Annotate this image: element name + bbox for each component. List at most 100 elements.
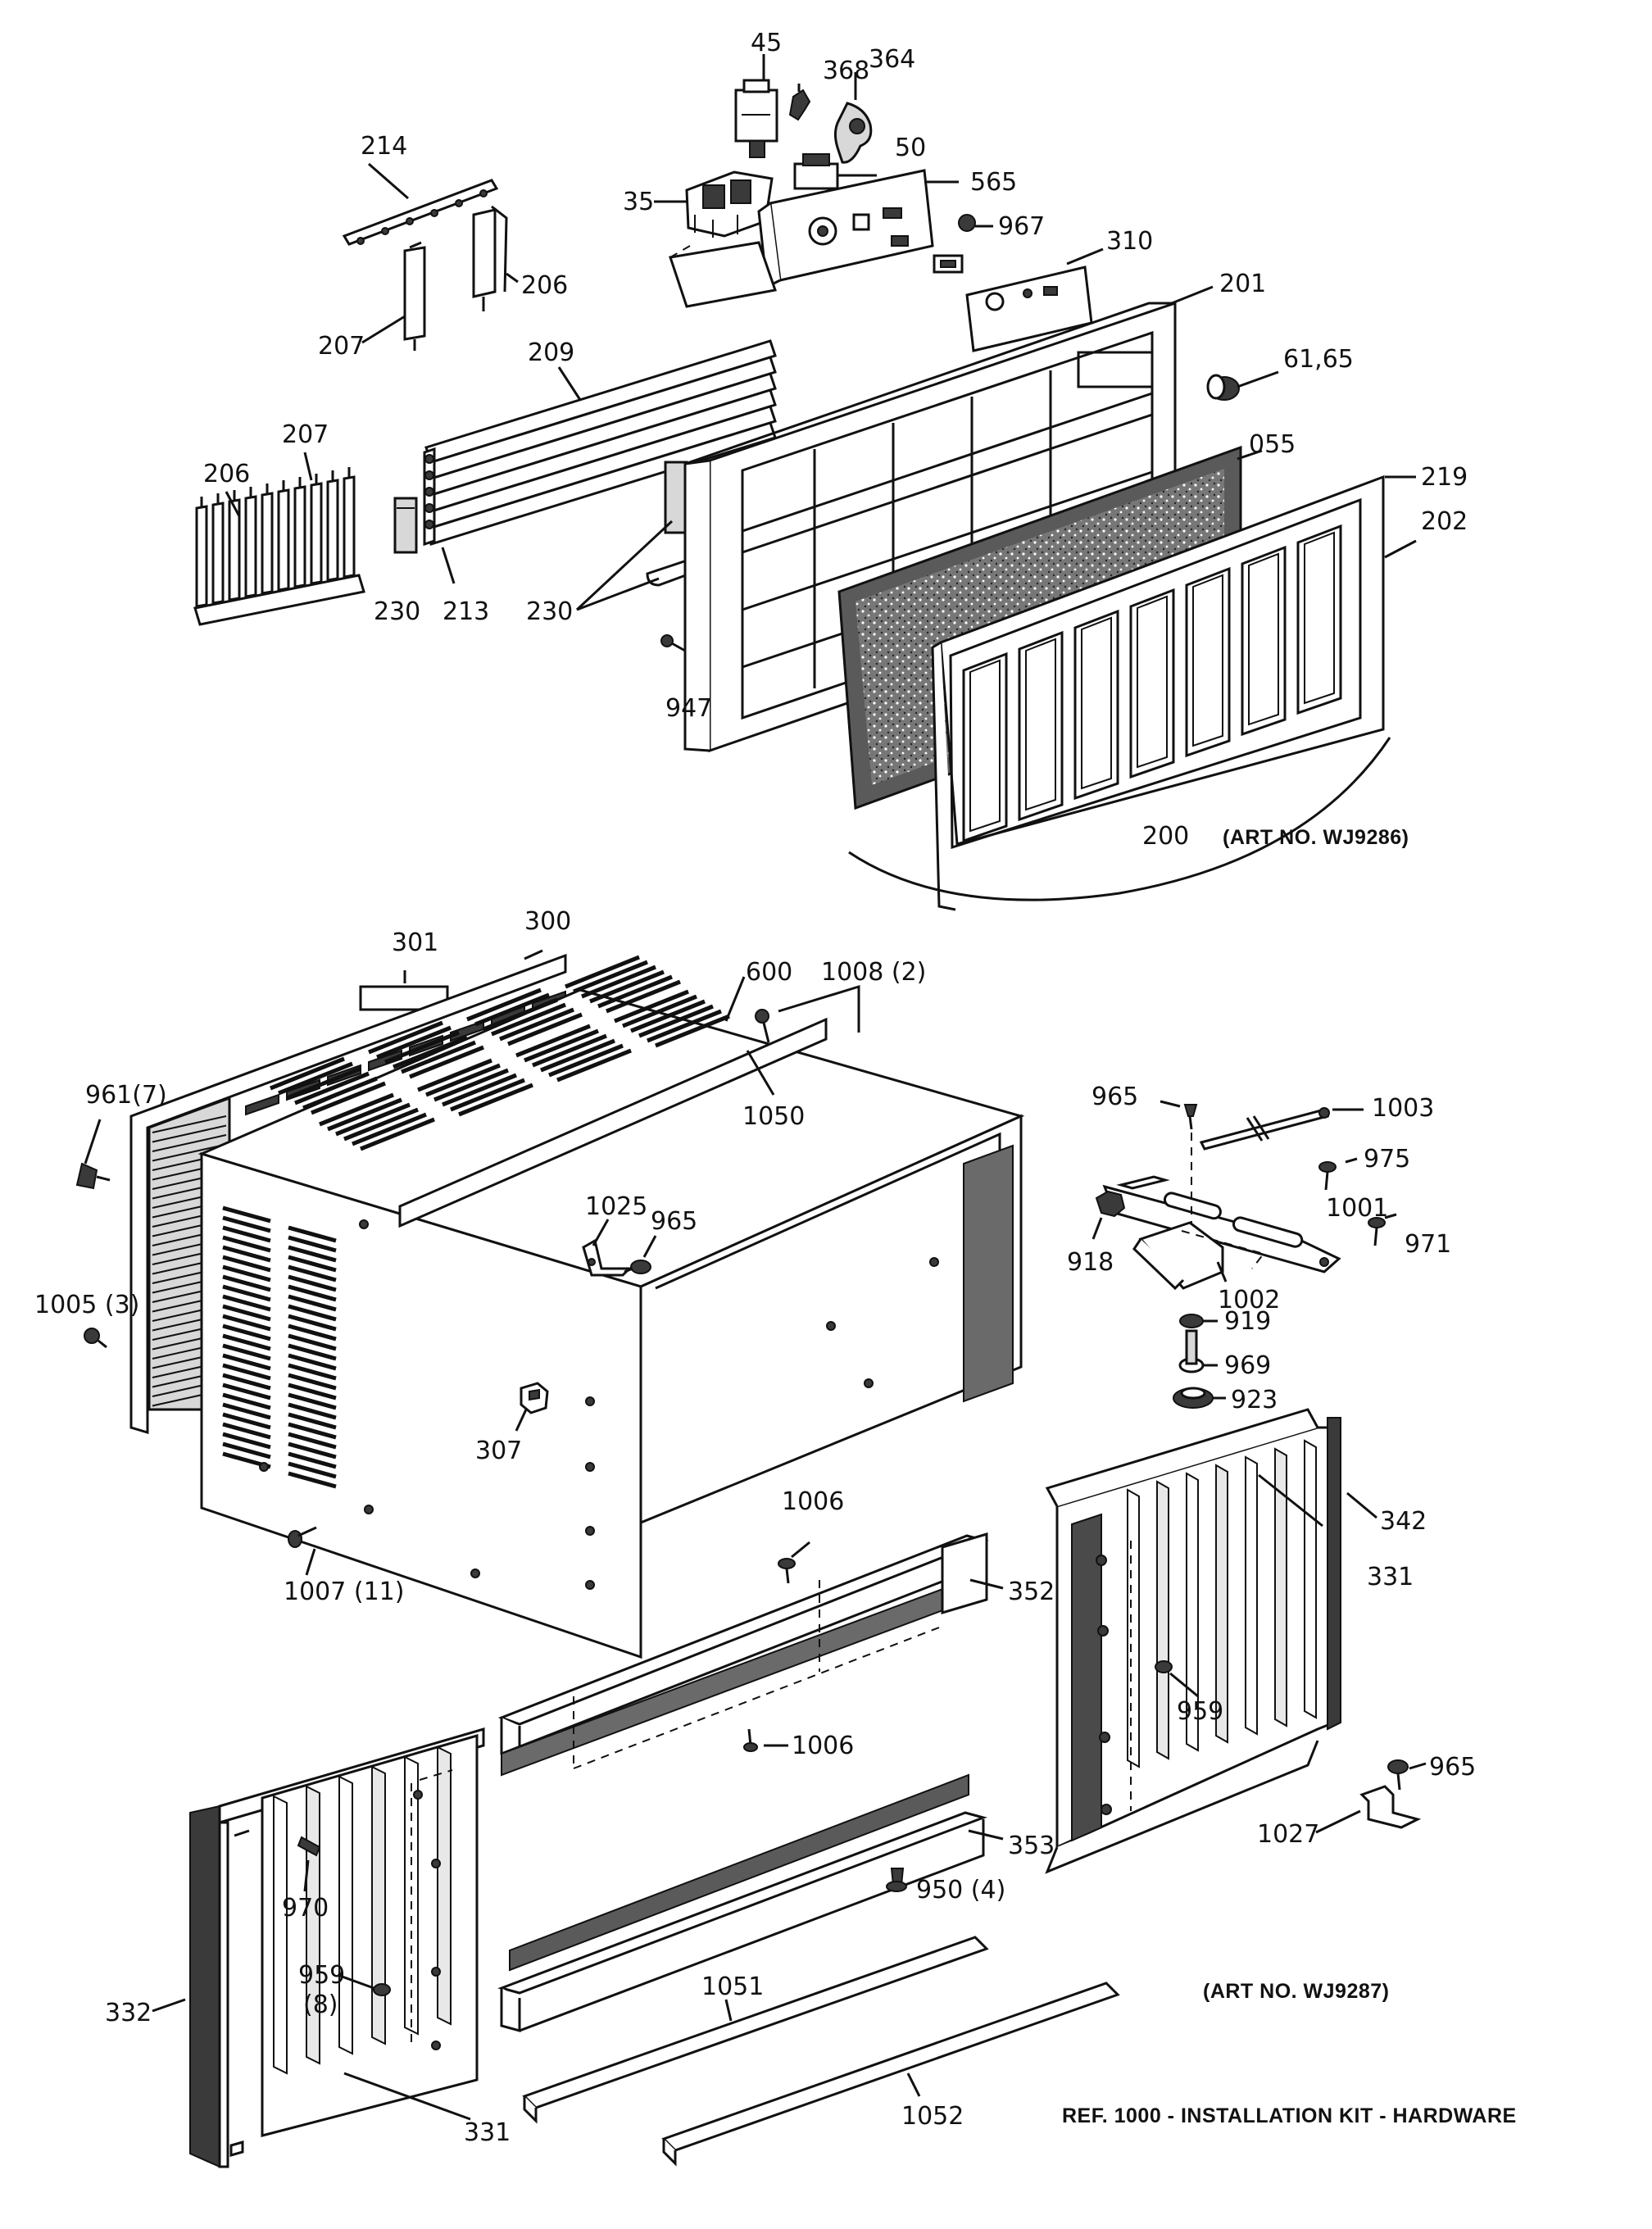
- label-part-342: 342: [1380, 1507, 1427, 1536]
- part-364-thermostat: [833, 72, 873, 164]
- part-961-screw: [75, 1162, 111, 1190]
- part-230-bushing: [393, 497, 418, 554]
- label-part-1003: 1003: [1372, 1094, 1434, 1123]
- part-969-bolt: [1178, 1329, 1205, 1373]
- label-part-975: 975: [1364, 1145, 1410, 1174]
- label-part-331-right: 331: [1367, 1563, 1414, 1591]
- label-part-1027: 1027: [1257, 1820, 1319, 1849]
- leader-1027: [1315, 1809, 1361, 1834]
- label-part-207-left: 207: [282, 420, 329, 449]
- label-part-353: 353: [1008, 1832, 1055, 1860]
- part-971-screw: [1368, 1217, 1386, 1246]
- label-part-970: 970: [282, 1894, 329, 1923]
- leader-214: [368, 162, 409, 200]
- installation-kit-note: REF. 1000 - INSTALLATION KIT - HARDWARE: [1062, 2104, 1517, 2127]
- leader-331a: [1258, 1473, 1323, 1528]
- part-1001-support-bracket: [1102, 1175, 1341, 1273]
- label-part-1007: 1007 (11): [284, 1578, 404, 1606]
- label-part-965-top: 965: [651, 1207, 697, 1236]
- leader-352: [969, 1578, 1004, 1590]
- label-part-1051: 1051: [701, 1973, 764, 2001]
- label-part-368: 368: [823, 57, 869, 85]
- part-967-screw: [958, 214, 993, 232]
- leader-213: [441, 547, 456, 584]
- part-1008-screw: [755, 1009, 770, 1043]
- leader-965a: [1160, 1100, 1181, 1108]
- part-919-nut: [1179, 1314, 1204, 1328]
- leader-230b-1: [576, 577, 660, 611]
- label-part-950: 950 (4): [916, 1876, 1005, 1904]
- leader-1006a: [791, 1541, 810, 1559]
- label-part-923: 923: [1231, 1386, 1278, 1414]
- label-part-61-65: 61,65: [1283, 345, 1354, 374]
- leader-206a: [506, 272, 519, 284]
- part-206-207-vertical-louver-set: [193, 467, 365, 626]
- part-975-screw: [1318, 1161, 1337, 1191]
- art-number-bottom: (ART NO. WJ9287): [1203, 1980, 1389, 2003]
- part-1005-screw: [84, 1328, 107, 1349]
- label-part-45: 45: [751, 29, 782, 57]
- leader-1051: [724, 1999, 733, 2022]
- control-insulation-sheet: [669, 241, 777, 308]
- label-part-919: 919: [1224, 1307, 1271, 1336]
- label-part-207-top: 207: [318, 332, 365, 361]
- leader-1008: [778, 984, 860, 1033]
- part-970-screw: [297, 1836, 321, 1857]
- part-965-screw-bottom: [1387, 1759, 1409, 1791]
- leader-600: [724, 976, 746, 1022]
- part-352-top-channel: [497, 1532, 989, 1777]
- part-50-switch: [793, 153, 877, 190]
- leader-310: [1066, 247, 1104, 266]
- leader-959a: [1169, 1672, 1199, 1698]
- part-950-screw: [886, 1868, 907, 1892]
- part-368: [788, 84, 811, 121]
- label-part-947: 947: [665, 694, 712, 723]
- part-61-65-knob: [1206, 374, 1240, 401]
- label-part-1050: 1050: [742, 1102, 805, 1131]
- leader-353: [968, 1829, 1004, 1841]
- leader-201: [1171, 285, 1214, 305]
- leader-332: [152, 1998, 186, 2013]
- label-part-301: 301: [392, 928, 438, 957]
- part-209-horizontal-louvers: [424, 339, 777, 546]
- part-1007-screw: [288, 1526, 317, 1548]
- label-part-600: 600: [746, 958, 792, 987]
- label-part-213: 213: [442, 597, 489, 626]
- part-206-vertical-louver: [472, 205, 508, 311]
- label-part-1002: 1002: [1218, 1286, 1280, 1314]
- leader-207b: [303, 452, 313, 481]
- label-part-959-left: 959: [298, 1961, 345, 1990]
- label-part-959-left-qty: (8): [303, 1991, 338, 2019]
- label-part-055: 055: [1249, 430, 1296, 459]
- leader-206b: [225, 491, 241, 517]
- leader-202: [1384, 539, 1417, 559]
- label-part-50: 50: [895, 134, 926, 162]
- part-959-screw-right: [1155, 1660, 1173, 1673]
- label-part-965-bottom: 965: [1429, 1753, 1476, 1782]
- leader-331b: [343, 2072, 471, 2121]
- label-part-202: 202: [1421, 507, 1468, 536]
- label-part-331-left: 331: [464, 2118, 511, 2147]
- label-part-959-right: 959: [1177, 1697, 1223, 1726]
- label-part-219: 219: [1421, 463, 1468, 492]
- part-565-control-panel: [757, 169, 934, 289]
- label-part-1005: 1005 (3): [34, 1291, 139, 1319]
- label-part-1001: 1001: [1326, 1194, 1388, 1223]
- part-310-nameplate: [933, 254, 1093, 352]
- part-214-louver-link: [342, 179, 499, 246]
- part-918-nut: [1095, 1190, 1126, 1218]
- label-part-1006-top: 1006: [782, 1487, 844, 1516]
- label-part-310: 310: [1106, 227, 1153, 256]
- label-part-206-top: 206: [521, 271, 568, 300]
- label-part-967: 967: [998, 212, 1045, 241]
- leader-918: [1092, 1217, 1103, 1240]
- label-part-209: 209: [528, 338, 574, 367]
- part-947-screw: [660, 634, 688, 673]
- part-45-switch: [734, 79, 778, 158]
- leader-300: [524, 949, 543, 960]
- leader-971: [1384, 1213, 1397, 1219]
- label-part-35: 35: [623, 188, 654, 216]
- label-part-352: 352: [1008, 1578, 1055, 1606]
